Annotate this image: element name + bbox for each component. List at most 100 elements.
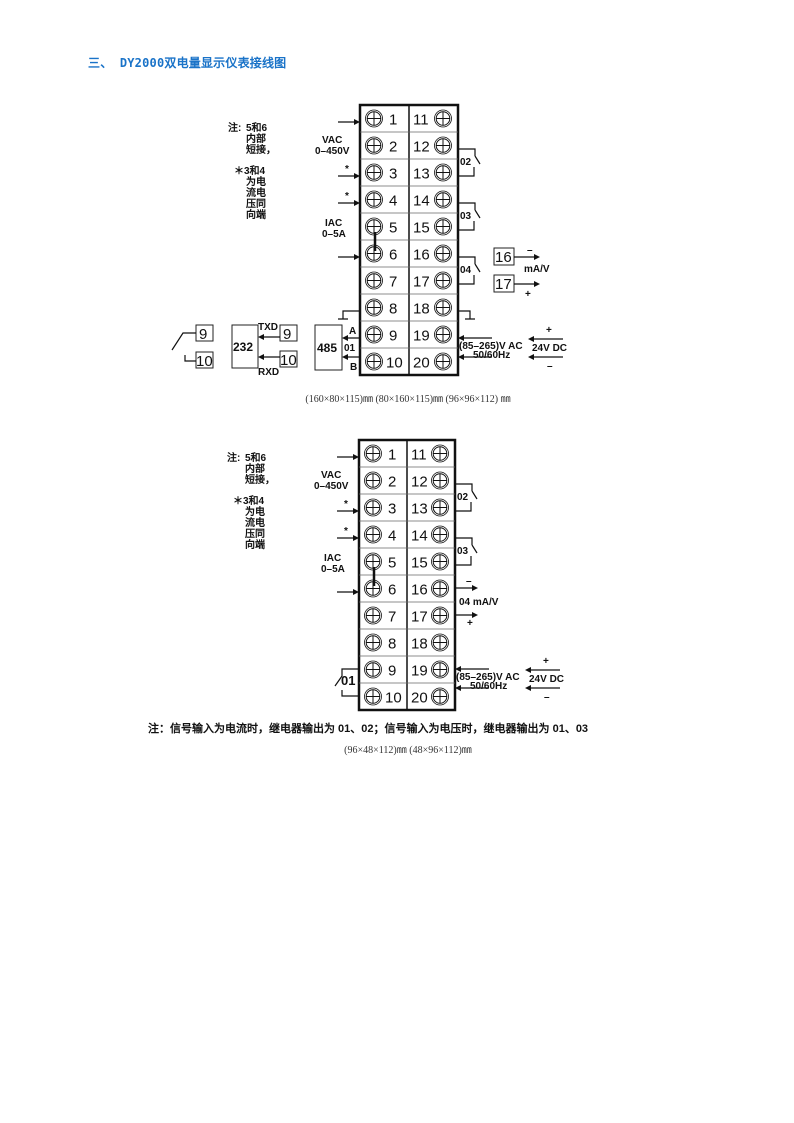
rs485-arrows <box>346 337 360 358</box>
iac-range: 0–5A <box>322 229 346 240</box>
mav-label: mA/V <box>524 264 550 275</box>
notes: 注: 5和6 内部 短接， ＊3和4 为电 流电 压同 向端 <box>228 121 276 221</box>
screw-icon <box>431 525 449 544</box>
note-prefix: 注: <box>227 451 240 464</box>
terminal-number: 15 <box>411 555 428 572</box>
power-ac-label: (85–265)V AC <box>456 672 520 683</box>
terminal-number: 18 <box>413 301 430 318</box>
plus-sign: + <box>543 656 549 667</box>
rxd-label: RXD <box>258 367 279 378</box>
screw-icon <box>364 660 382 679</box>
a-label: A <box>349 326 356 337</box>
iac-range: 0–5A <box>321 564 345 575</box>
star-mark: * <box>344 499 348 510</box>
ground-icon <box>458 310 475 320</box>
note-line: 向端 <box>245 538 265 551</box>
note-line: 内部 <box>246 132 266 145</box>
screw-icon <box>434 271 452 290</box>
terminal-number: 2 <box>388 474 396 491</box>
power-hz-label: 50/60Hz <box>473 350 510 361</box>
power-hz-label: 50/60Hz <box>470 681 507 692</box>
terminal-number: 20 <box>413 355 430 372</box>
rs232: 232 TXD RXD 9 10 <box>231 322 298 378</box>
terminal-number: 20 <box>411 690 428 707</box>
note-line: 压同 <box>246 198 266 210</box>
rs232-arrows <box>262 336 280 358</box>
diagram-2-caption: (96×48×112)㎜ (48×96×112)㎜ <box>344 745 472 756</box>
relay-01: 01 <box>334 668 359 697</box>
input-arrows <box>338 121 358 258</box>
screw-icon <box>365 163 383 182</box>
terminal-number: 1 <box>389 112 397 129</box>
terminal-number: 19 <box>411 663 428 680</box>
power: (85–265)V AC 50/60Hz + 24V DC – <box>458 325 567 372</box>
diagram-1-caption: (160×80×115)㎜ (80×160×115)㎜ (96×96×112) … <box>305 394 511 405</box>
power: (85–265)V AC 50/60Hz + 24V DC – <box>455 656 564 703</box>
terminal-number: 9 <box>388 663 396 680</box>
terminal-number: 11 <box>413 112 429 129</box>
terminal-number: 8 <box>388 636 396 653</box>
screw-icon <box>364 606 382 625</box>
terminal-number: 10 <box>385 690 402 707</box>
out17: 17 <box>495 276 512 293</box>
screw-icon <box>434 109 452 128</box>
terminal-number: 4 <box>389 193 397 210</box>
relay-01-label: 01 <box>344 343 356 354</box>
star-mark: * <box>345 191 349 202</box>
terminal-number: 12 <box>411 474 428 491</box>
relay-04-switch <box>458 256 481 285</box>
terminal-box-10 <box>279 350 298 368</box>
screw-icon <box>431 498 449 517</box>
vac-range: 0–450V <box>314 481 349 492</box>
relay-01-label: 01 <box>341 673 355 688</box>
terminal-number: 1 <box>388 447 396 464</box>
note-line: 短接， <box>246 143 276 156</box>
arrow-heads <box>342 335 348 360</box>
screw-icon <box>364 471 382 490</box>
terminal-number: 17 <box>411 609 428 626</box>
screw-icon <box>365 298 383 317</box>
power-arrows <box>462 337 563 358</box>
rs232-label: 232 <box>233 340 253 354</box>
screw-icon <box>431 552 449 571</box>
minus-sign: – <box>544 692 550 703</box>
screw-icon <box>365 271 383 290</box>
screw-icon <box>365 109 383 128</box>
relay-03-switch <box>455 537 478 566</box>
screw-icon <box>434 190 452 209</box>
terminal-box-9 <box>279 324 298 342</box>
rs485-label: 485 <box>317 341 337 355</box>
note-prefix: 注: <box>228 121 241 134</box>
power-dc-label: 24V DC <box>529 674 564 685</box>
terminal-number: 3 <box>389 166 397 183</box>
analog-output: 16 17 – mA/V + <box>493 245 550 300</box>
terminal-number: 6 <box>388 582 396 599</box>
note-line: ＊3和4 <box>233 494 265 507</box>
box9: 9 <box>199 326 207 343</box>
terminal-number: 17 <box>413 274 430 291</box>
relay-02-label: 02 <box>457 492 469 503</box>
note-line: 流电 <box>245 516 265 529</box>
relay-switch-icon <box>171 332 196 362</box>
relays: 02 03 <box>455 483 478 566</box>
terminal-number: 7 <box>388 609 396 626</box>
terminal-number: 14 <box>413 193 430 210</box>
rs485: 485 A 01 B <box>314 324 360 373</box>
vac-range: 0–450V <box>315 146 350 157</box>
note-line: 压同 <box>245 528 265 540</box>
inputs: VAC 0–450V * * IAC 0–5A <box>315 119 377 260</box>
screw-icon <box>364 444 382 463</box>
arrow-heads <box>258 334 264 360</box>
output-arrows <box>514 256 536 285</box>
box10: 10 <box>280 352 297 369</box>
vac-label: VAC <box>322 135 342 146</box>
relays: 02 03 04 <box>458 148 481 285</box>
terminal-number: 10 <box>386 355 403 372</box>
terminal-number: 19 <box>413 328 430 345</box>
screw-icon <box>364 687 382 706</box>
screw-icon <box>434 325 452 344</box>
screw-icon <box>431 471 449 490</box>
